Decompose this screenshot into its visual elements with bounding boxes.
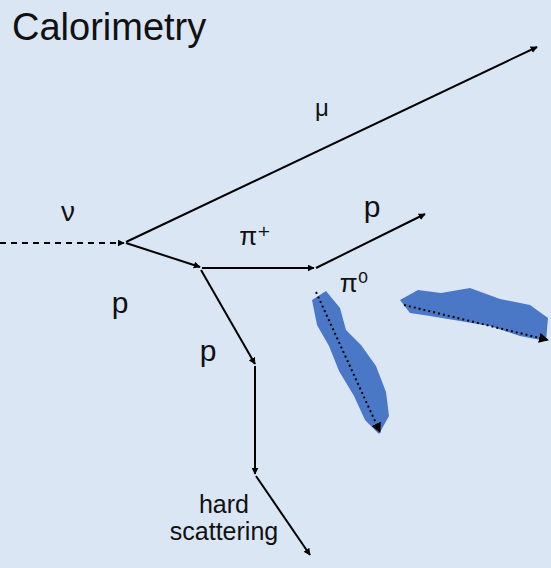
particle-label: π⁺ <box>239 222 271 251</box>
proton-track <box>126 243 200 267</box>
proton-track <box>254 366 256 474</box>
muon-track <box>126 47 537 242</box>
shower-blob <box>400 288 548 341</box>
neutrino-track <box>0 242 124 244</box>
shower-blob <box>312 291 389 434</box>
particle-label: p <box>200 334 217 367</box>
particle-label: p <box>364 190 381 223</box>
particle-label: π⁰ <box>340 269 368 298</box>
photon-track <box>316 292 380 432</box>
pion-track <box>202 267 314 269</box>
particle-label: p <box>112 286 129 319</box>
particle-label: ν <box>61 197 75 228</box>
photon-track <box>404 305 548 340</box>
particle-label: μ <box>315 95 329 121</box>
diagram-title: Calorimetry <box>12 6 206 49</box>
process-label: hard scattering <box>154 491 294 546</box>
